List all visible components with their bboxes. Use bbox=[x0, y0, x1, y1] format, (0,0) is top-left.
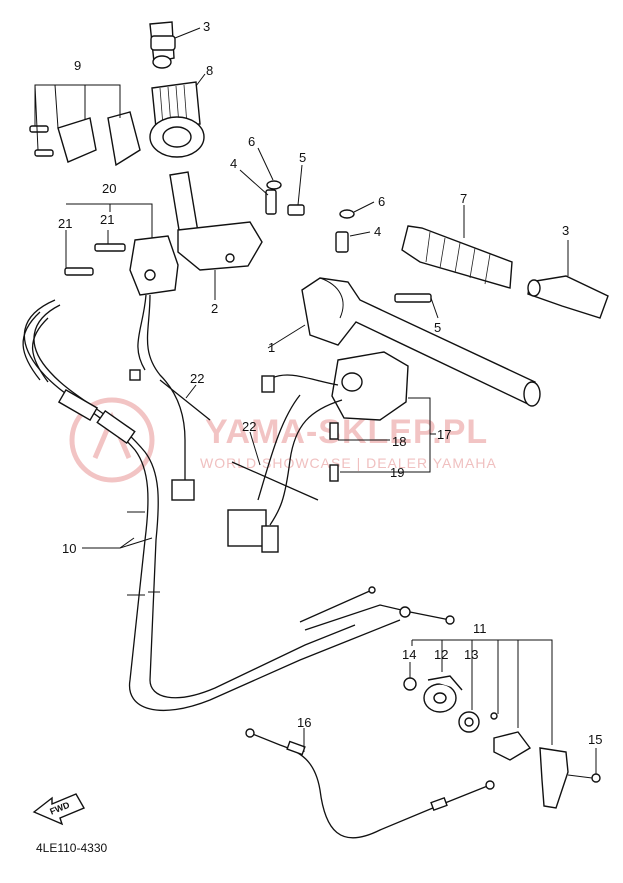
bar-end-weight-top bbox=[149, 21, 201, 69]
cable-band-left bbox=[159, 379, 211, 421]
callout-1: 1 bbox=[268, 340, 275, 355]
right-grip bbox=[401, 205, 513, 289]
throttle-pulley-group bbox=[403, 639, 601, 809]
diagram-code: 4LE110-4330 bbox=[36, 841, 108, 855]
callout-9: 9 bbox=[74, 58, 81, 73]
callout-5-right: 5 bbox=[434, 320, 441, 335]
callout-labels: 3 8 9 6 4 5 20 21 21 6 7 3 4 2 5 1 22 22… bbox=[36, 19, 602, 855]
callout-5-left: 5 bbox=[299, 150, 306, 165]
callout-22-right: 22 bbox=[242, 419, 256, 434]
callout-3-top: 3 bbox=[203, 19, 210, 34]
cable-16 bbox=[245, 728, 495, 839]
callout-2: 2 bbox=[211, 301, 218, 316]
callout-19: 19 bbox=[390, 465, 404, 480]
cable-band-right bbox=[231, 431, 319, 501]
throttle-housing bbox=[29, 84, 141, 167]
callout-21-right: 21 bbox=[100, 212, 114, 227]
callout-6-left: 6 bbox=[248, 134, 255, 149]
right-bolts bbox=[335, 201, 375, 253]
handlebar-right bbox=[267, 277, 541, 407]
callout-3-right: 3 bbox=[562, 223, 569, 238]
throttle-cables bbox=[22, 299, 455, 712]
right-switch-assembly bbox=[227, 351, 436, 553]
callout-12: 12 bbox=[434, 647, 448, 662]
callout-21-left: 21 bbox=[58, 216, 72, 231]
watermark-logo bbox=[69, 397, 155, 483]
callout-7: 7 bbox=[460, 191, 467, 206]
callout-8: 8 bbox=[206, 63, 213, 78]
callout-16: 16 bbox=[297, 715, 311, 730]
callout-17: 17 bbox=[437, 427, 451, 442]
callout-15: 15 bbox=[588, 732, 602, 747]
callout-11: 11 bbox=[473, 621, 487, 636]
callout-4-left: 4 bbox=[230, 156, 237, 171]
callout-13: 13 bbox=[464, 647, 478, 662]
watermark-title: YAMA-SKLEP.PL bbox=[205, 413, 488, 451]
callout-6-right: 6 bbox=[378, 194, 385, 209]
watermark-subtitle: WORLD SHOWCASE | DEALER YAMAHA bbox=[200, 455, 497, 471]
callout-20: 20 bbox=[102, 181, 116, 196]
callout-10: 10 bbox=[62, 541, 76, 556]
callout-4-right: 4 bbox=[374, 224, 381, 239]
callout-14: 14 bbox=[402, 647, 416, 662]
bar-end-weight-right bbox=[527, 240, 609, 319]
left-switch-assembly bbox=[64, 203, 195, 501]
handlebar-left bbox=[169, 171, 263, 300]
left-bolts bbox=[239, 147, 305, 216]
callout-18: 18 bbox=[392, 434, 406, 449]
forward-arrow: FWD bbox=[32, 793, 86, 826]
throttle-grip bbox=[149, 73, 206, 158]
watermark: YAMA-SKLEP.PL WORLD SHOWCASE | DEALER YA… bbox=[69, 397, 497, 483]
callout-22-left: 22 bbox=[190, 371, 204, 386]
